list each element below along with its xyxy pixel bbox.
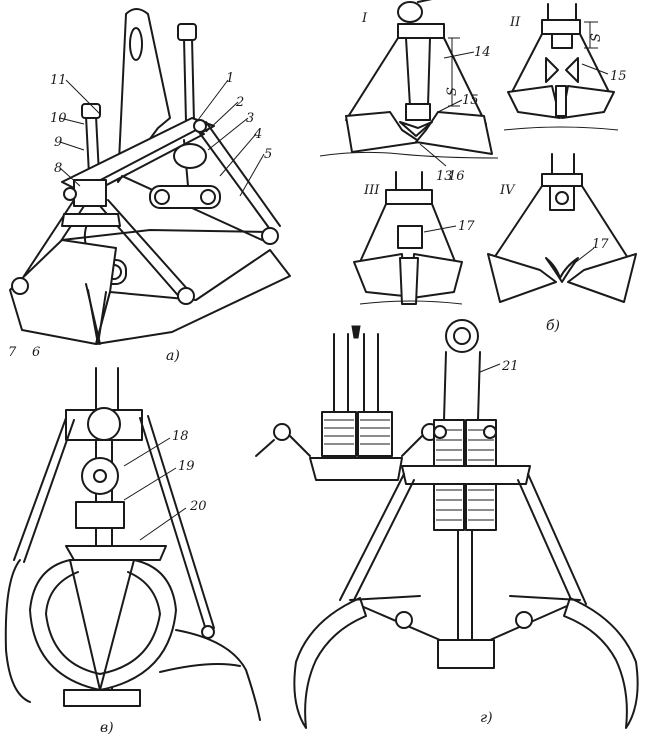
panel-b-stage-iii <box>353 171 463 305</box>
stage-label-iv: IV <box>499 183 516 198</box>
label-a-6: 6 <box>32 345 40 360</box>
label-a-9: 9 <box>54 135 62 150</box>
label-v-20: 20 <box>189 499 207 514</box>
label-a-10: 10 <box>50 111 67 126</box>
caption-v: в) <box>100 720 114 736</box>
label-b-17-stage-iv: 17 <box>592 237 609 252</box>
panel-a-clamshell-grab <box>9 8 291 345</box>
dim-label-s-stage-i: S <box>445 87 460 96</box>
label-a-7: 7 <box>8 345 17 360</box>
label-a-1: 1 <box>226 71 234 86</box>
label-g-21: 21 <box>501 359 519 374</box>
panel-g-pincer-grab <box>255 319 639 729</box>
label-a-11: 11 <box>50 73 67 88</box>
caption-a: а) <box>166 348 180 364</box>
label-a-4: 4 <box>253 127 262 142</box>
panel-b-stage-ii <box>503 3 619 131</box>
dim-label-s-stage-ii: S <box>589 33 604 42</box>
label-a-2: 2 <box>235 95 244 110</box>
label-b-17-stage-iii: 17 <box>458 219 475 234</box>
stage-label-i: I <box>361 11 368 26</box>
stage-label-iii: III <box>363 183 380 198</box>
label-b-16: 16 <box>448 169 465 184</box>
label-v-19: 19 <box>178 459 195 474</box>
stage-label-ii: II <box>509 15 521 30</box>
label-b-15-stage-i: 15 <box>462 93 479 108</box>
caption-g: г) <box>480 710 493 726</box>
panel-v-motor-grab <box>4 367 261 721</box>
panel-b-stage-i <box>319 0 499 167</box>
label-a-8: 8 <box>54 161 62 176</box>
label-a-3: 3 <box>246 111 254 126</box>
label-b-14: 14 <box>474 45 491 60</box>
label-v-18: 18 <box>172 429 189 444</box>
caption-b: б) <box>546 318 560 334</box>
label-b-13: 13 <box>436 169 453 184</box>
label-b-15-stage-ii: 15 <box>610 69 627 84</box>
label-a-5: 5 <box>264 147 272 162</box>
panel-b-stage-iv <box>487 153 637 303</box>
